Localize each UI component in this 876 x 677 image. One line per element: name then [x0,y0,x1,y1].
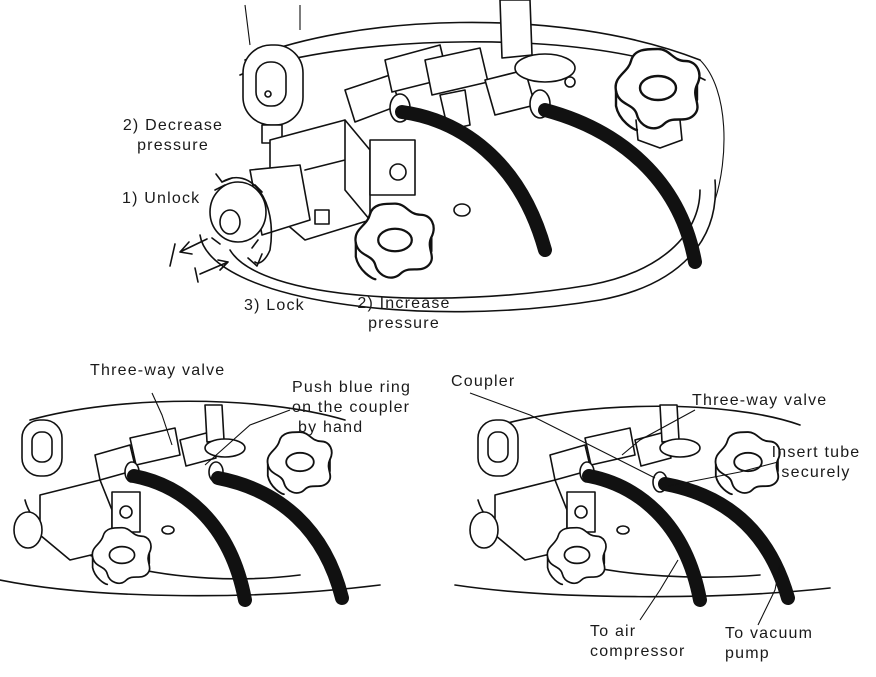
coupler-label: Coupler [451,373,516,390]
pressure-gauge-icon [477,419,519,477]
to-air-line2: compressor [590,643,686,660]
increase-pressure-label: 2) Increase pressure [348,294,460,334]
to-air-compressor-label: To air compressor [590,622,686,662]
hose-icon [127,469,252,607]
rotation-arrow-icon [215,173,273,267]
lock-label: 3) Lock [244,297,305,314]
pressure-gauge-icon [242,44,304,144]
star-knob-icon [614,47,701,132]
to-vacuum-line1: To vacuum [725,625,814,642]
insert-tube-line1: Insert tube [771,444,861,461]
push-blue-ring-line3: by hand [298,419,364,436]
to-air-line1: To air [590,623,637,640]
bottom-left-diagram [0,392,381,607]
three-way-valve-label-right: Three-way valve [692,392,828,409]
three-way-valve-label-left: Three-way valve [90,362,226,379]
decrease-pressure-line2: pressure [137,137,209,154]
insert-tube-line2: securely [781,464,851,481]
top-diagram [169,0,725,313]
star-knob-icon [266,431,333,496]
regulator-knob-icon [209,164,311,249]
decrease-pressure-label: 2) Decrease pressure [112,116,234,156]
push-blue-ring-line1: Push blue ring [292,379,412,396]
hose-icon [582,469,707,607]
push-blue-ring-line2: on the coupler [292,399,411,416]
bottom-right-diagram [454,392,831,626]
push-blue-ring-label: Push blue ring on the coupler by hand [292,378,411,438]
to-vacuum-line2: pump [725,645,770,662]
hose-icon [395,105,552,257]
increase-pressure-line1: 2) Increase [357,295,451,312]
unlock-label: 1) Unlock [122,190,201,207]
decrease-pressure-line1: 2) Decrease [122,117,224,134]
to-vacuum-pump-label: To vacuum pump [725,624,813,664]
push-pull-arrow-icon [169,238,229,283]
insert-tube-label: Insert tube securely [764,443,868,483]
pressure-gauge-icon [21,419,63,477]
increase-pressure-line2: pressure [368,315,440,332]
